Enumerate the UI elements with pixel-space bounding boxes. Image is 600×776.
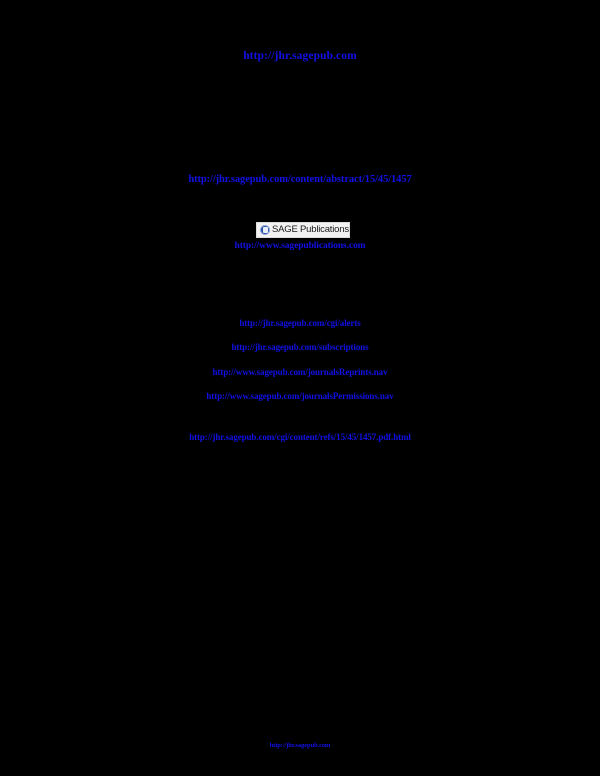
downloaded-from-link[interactable]: http://jhr.sagepub.com [269, 742, 331, 749]
permissions-link[interactable]: http://www.sagepub.com/journalsPermissio… [206, 391, 394, 401]
sage-publications-logo: SAGE Publications [256, 222, 350, 238]
email-alerts-link[interactable]: http://jhr.sagepub.com/cgi/alerts [239, 318, 361, 328]
sage-circle-icon [260, 225, 270, 235]
sage-logo-text: SAGE Publications [272, 224, 349, 236]
article-abstract-link[interactable]: http://jhr.sagepub.com/content/abstract/… [188, 174, 412, 185]
reprints-link[interactable]: http://www.sagepub.com/journalsReprints.… [212, 367, 388, 377]
publisher-link[interactable]: http://www.sagepublications.com [234, 241, 366, 251]
references-link[interactable]: http://jhr.sagepub.com/cgi/content/refs/… [189, 432, 411, 442]
subscriptions-link[interactable]: http://jhr.sagepub.com/subscriptions [231, 342, 369, 352]
journal-home-link[interactable]: http://jhr.sagepub.com [243, 50, 357, 62]
